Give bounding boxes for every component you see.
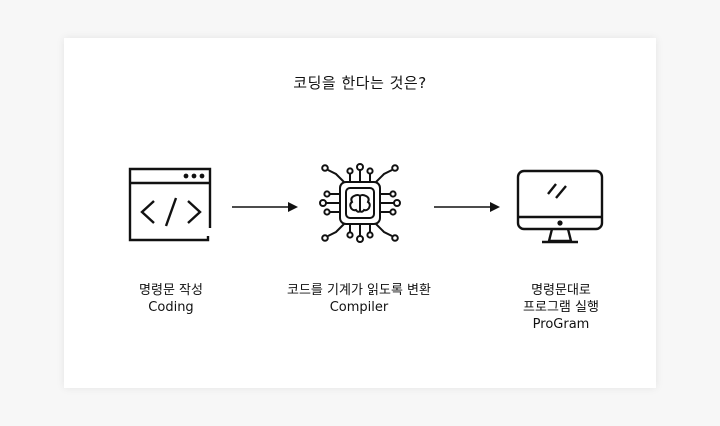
ai-chip-brain-icon — [314, 156, 406, 252]
monitor-icon — [516, 168, 606, 248]
flow-arrow-2 — [434, 198, 500, 217]
program-label-en: ProGram — [532, 317, 590, 332]
compiler-label-en: Compiler — [329, 300, 389, 315]
coding-label-en: Coding — [148, 300, 194, 315]
coding-label-ko: 명령문 작성 — [139, 283, 203, 298]
program-label-ko-2: 프로그램 실행 — [523, 300, 599, 315]
diagram-card: 코딩을 한다는 것은? — [64, 38, 656, 388]
flow-arrow-1 — [232, 198, 298, 217]
compiler-label-ko: 코드를 기계가 읽도록 변환 — [287, 283, 431, 298]
step-label-coding: 명령문 작성 Coding — [76, 282, 266, 316]
diagram-title: 코딩을 한다는 것은? — [293, 74, 427, 92]
step-label-program: 명령문대로 프로그램 실행 ProGram — [466, 282, 656, 333]
step-label-compiler: 코드를 기계가 읽도록 변환 Compiler — [264, 282, 454, 316]
code-window-icon — [128, 166, 214, 244]
program-label-ko-1: 명령문대로 — [531, 283, 591, 298]
